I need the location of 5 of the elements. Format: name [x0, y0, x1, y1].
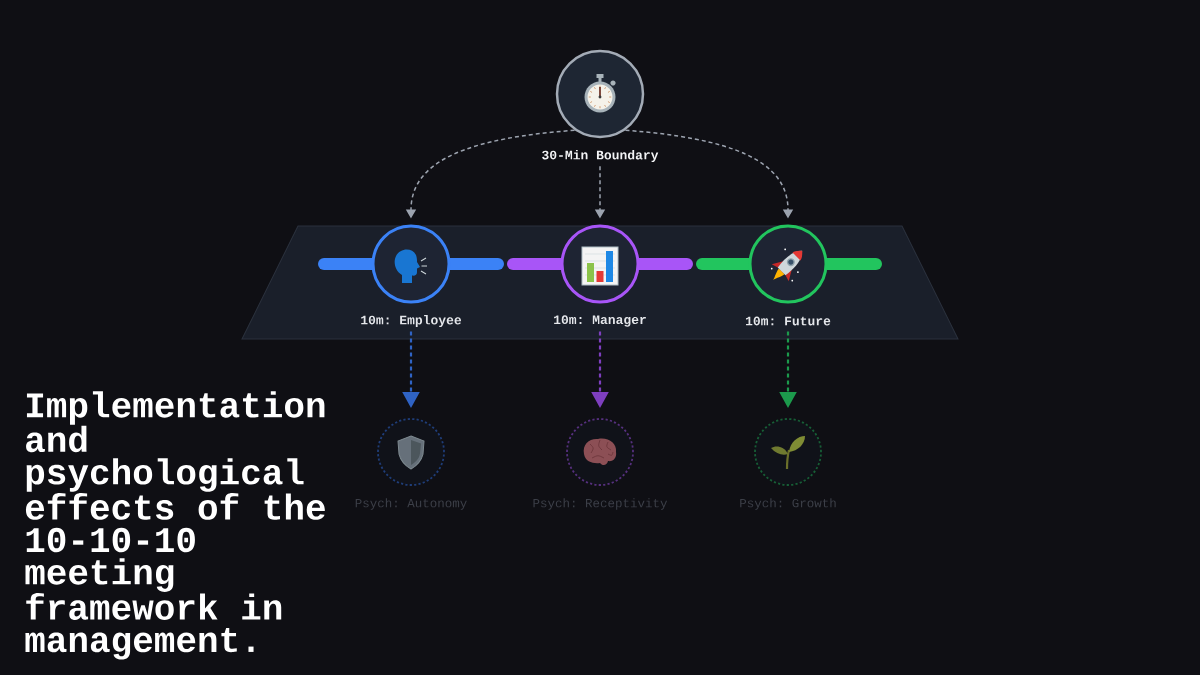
node-label: 10m: Future	[746, 316, 831, 326]
node-label: 10m: Employee	[361, 314, 462, 328]
node-label: 30-Min Boundary	[542, 149, 659, 163]
node-label: 10m: Manager	[554, 315, 646, 327]
title: Implementation and psychological effects of the 10-10-10 meeting framework in management.	[25, 391, 325, 660]
